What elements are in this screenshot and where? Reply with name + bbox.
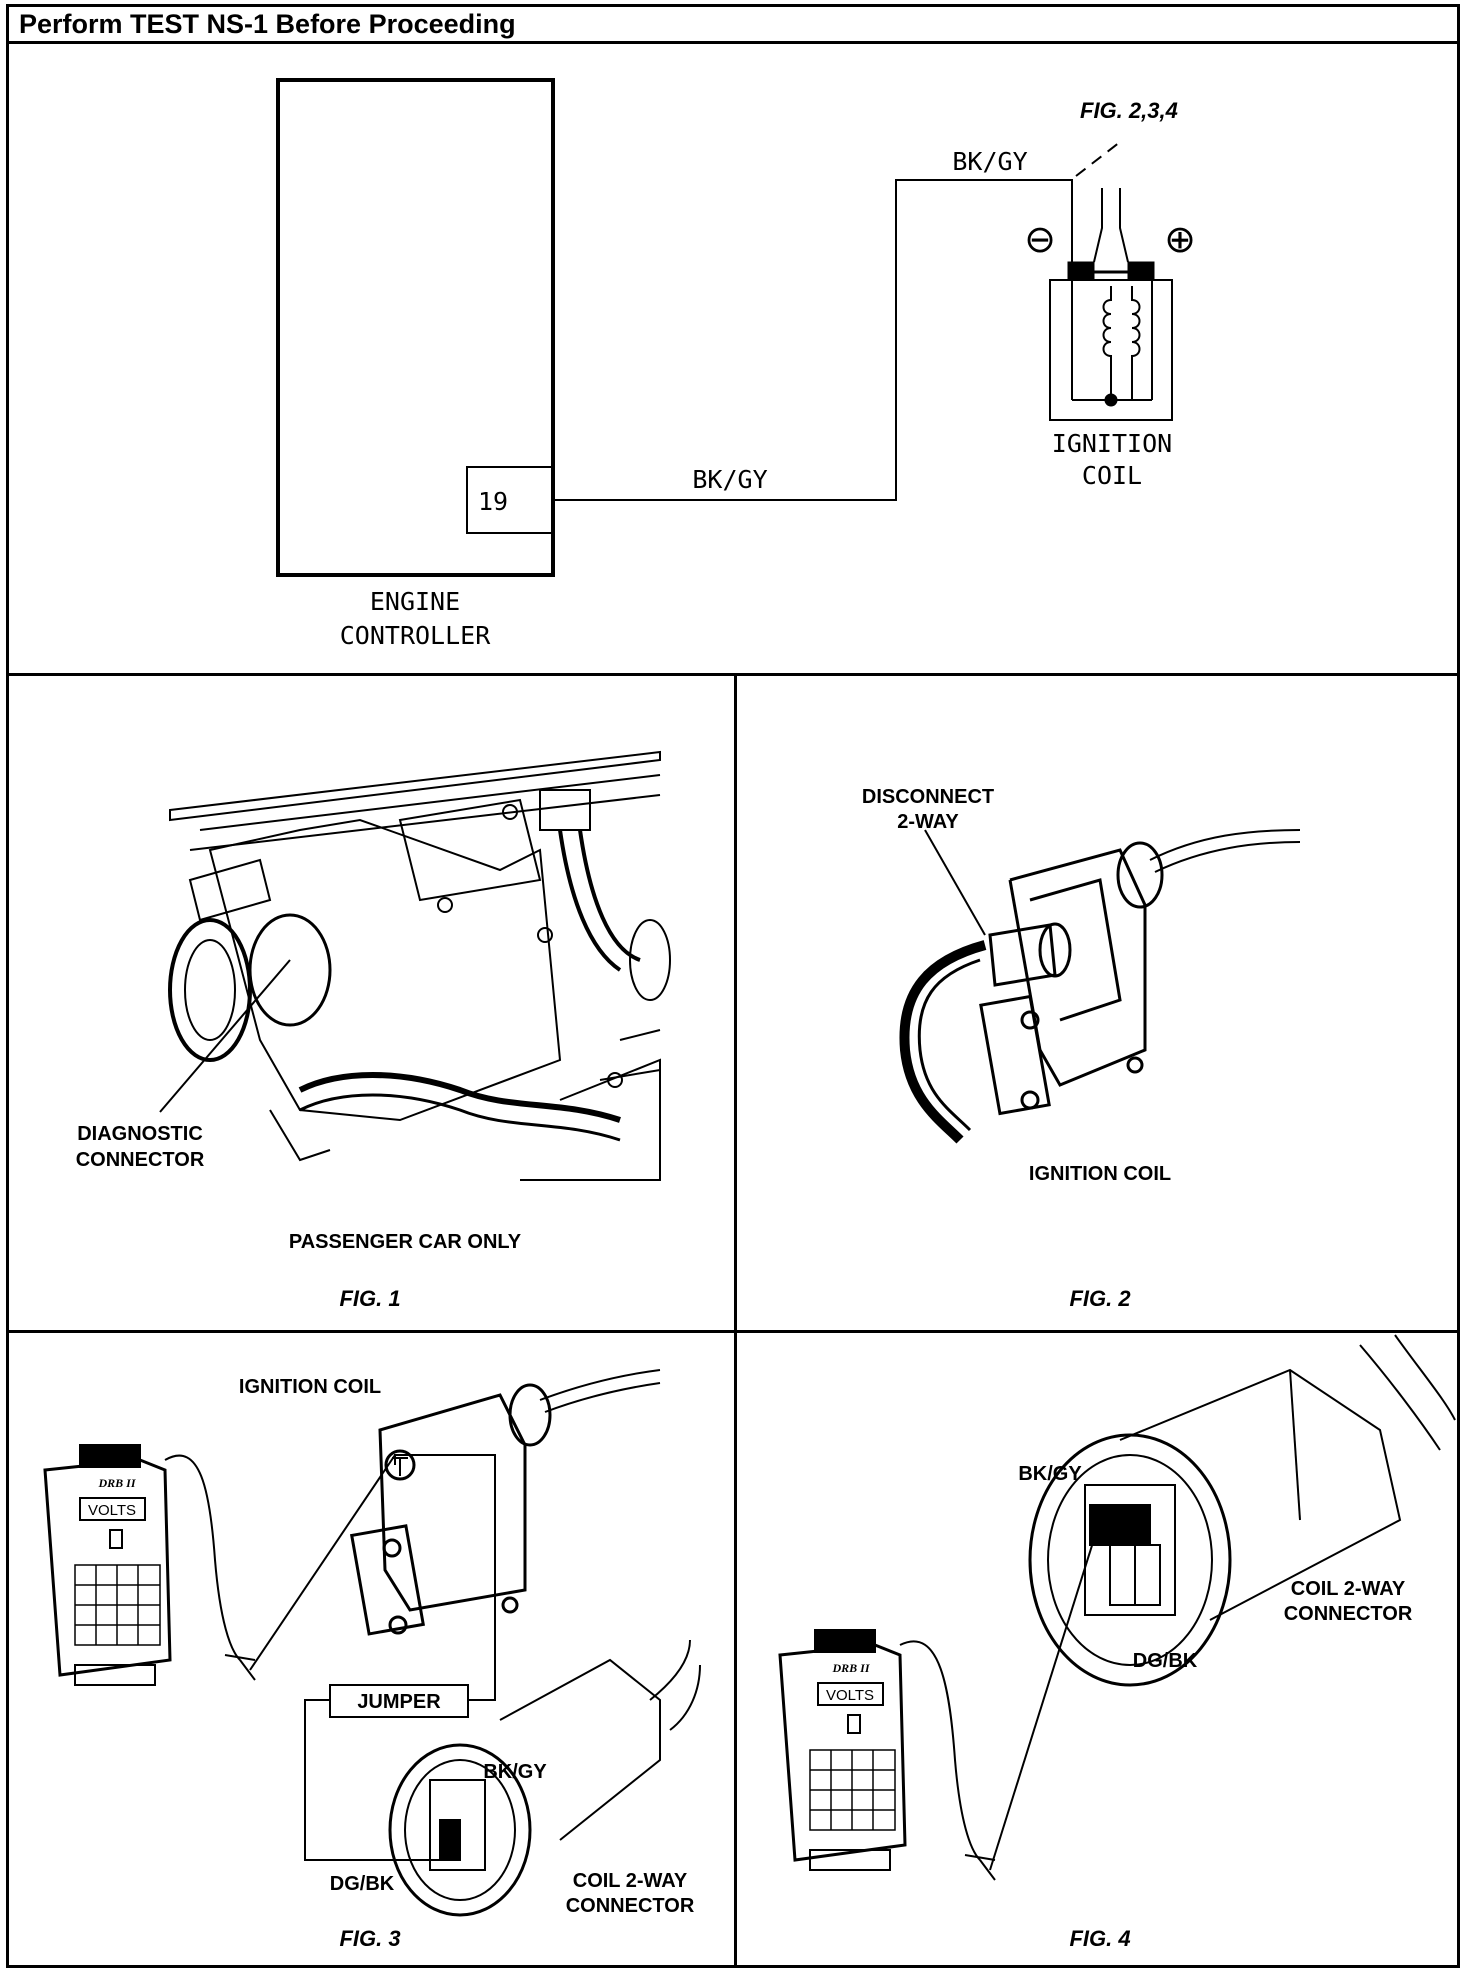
fig3-tester-brand: DRB II — [97, 1476, 136, 1490]
ignition-coil-body — [1049, 279, 1173, 421]
secondary-winding — [1110, 284, 1141, 400]
fig2-callout-line2: 2-WAY — [897, 811, 959, 833]
fig4-tester-brand: DRB II — [831, 1661, 870, 1675]
fig1-engine-illustration — [168, 750, 671, 1181]
engine-controller-label-1: ENGINE — [370, 587, 460, 616]
fig3-coil-label: IGNITION COIL — [239, 1376, 381, 1398]
fig3-jumper-return — [304, 1699, 445, 1861]
fig3-coil-illustration — [349, 1369, 661, 1636]
fig1-callout-line1: DIAGNOSTIC — [77, 1123, 203, 1145]
fig4-tester-mode: VOLTS — [826, 1687, 874, 1704]
engine-controller-label-2: CONTROLLER — [340, 621, 491, 650]
fig3-wire-b-label: DG/BK — [330, 1873, 395, 1895]
primary-winding — [1102, 286, 1112, 400]
fig1-callout-line2: CONNECTOR — [76, 1149, 205, 1171]
fig3-tester-mode: VOLTS — [88, 1502, 136, 1519]
fig2-caption: IGNITION COIL — [1029, 1163, 1171, 1185]
engine-controller-box — [276, 78, 555, 577]
fig-ref-pointer — [1075, 141, 1121, 177]
fig-reference: FIG. 2,3,4 — [1080, 98, 1178, 123]
fig3-connector-illustration — [388, 1639, 701, 1917]
fig4-connector-line2: CONNECTOR — [1284, 1603, 1413, 1625]
page-title: Perform TEST NS-1 Before Proceeding — [6, 4, 1460, 44]
negative-terminal-icon: ⊖ — [1024, 217, 1056, 261]
fig1-label: FIG. 1 — [339, 1286, 400, 1311]
fig4-connector-illustration — [1028, 1334, 1456, 1687]
fig3-wire-a-label: BK/GY — [483, 1761, 547, 1783]
fig4-tester-illustration — [778, 1629, 996, 1881]
fig2-label: FIG. 2 — [1069, 1286, 1131, 1311]
wire-label-bottom: BK/GY — [692, 465, 767, 494]
fig3-jumper-box — [329, 1684, 469, 1718]
coil-neg-terminal — [1067, 261, 1095, 281]
coil-pos-terminal — [1127, 261, 1155, 281]
wire-label-top: BK/GY — [952, 147, 1027, 176]
fig2-coil-illustration — [899, 829, 1301, 1144]
fig1-callout-line — [159, 959, 291, 1113]
positive-terminal-icon: ⊕ — [1164, 217, 1196, 261]
divider-schematic — [6, 673, 1460, 676]
fig3-probe-lead — [249, 1454, 396, 1671]
fig3-jumper-label: JUMPER — [357, 1691, 441, 1713]
schematic — [276, 78, 1173, 577]
fig4-connector-line1: COIL 2-WAY — [1291, 1578, 1406, 1600]
fig3-connector-line1: COIL 2-WAY — [573, 1870, 688, 1892]
bk-gy-wire — [553, 179, 1073, 501]
divider-middle — [6, 1330, 1460, 1333]
fig3-connector-line2: CONNECTOR — [566, 1895, 695, 1917]
fig3-tester-illustration — [43, 1444, 256, 1686]
ignition-coil-label-1: IGNITION — [1052, 429, 1172, 458]
coil-tower — [1093, 188, 1129, 263]
ignition-coil-label-2: COIL — [1082, 461, 1142, 490]
fig3-label: FIG. 3 — [339, 1926, 400, 1951]
fig3-jumper-wire — [394, 1454, 496, 1701]
divider-vertical — [734, 673, 737, 1968]
fig2-callout-line1: DISCONNECT — [862, 786, 994, 808]
pin-19-label: 19 — [478, 487, 508, 516]
fig2-callout-line — [924, 829, 986, 936]
fig4-wire-a-label: BK/GY — [1018, 1463, 1082, 1485]
fig4-wire-b-label: DG/BK — [1133, 1650, 1198, 1672]
fig4-probe-lead — [989, 1519, 1101, 1871]
fig1-caption: PASSENGER CAR ONLY — [289, 1231, 522, 1253]
fig4-label: FIG. 4 — [1069, 1926, 1130, 1951]
